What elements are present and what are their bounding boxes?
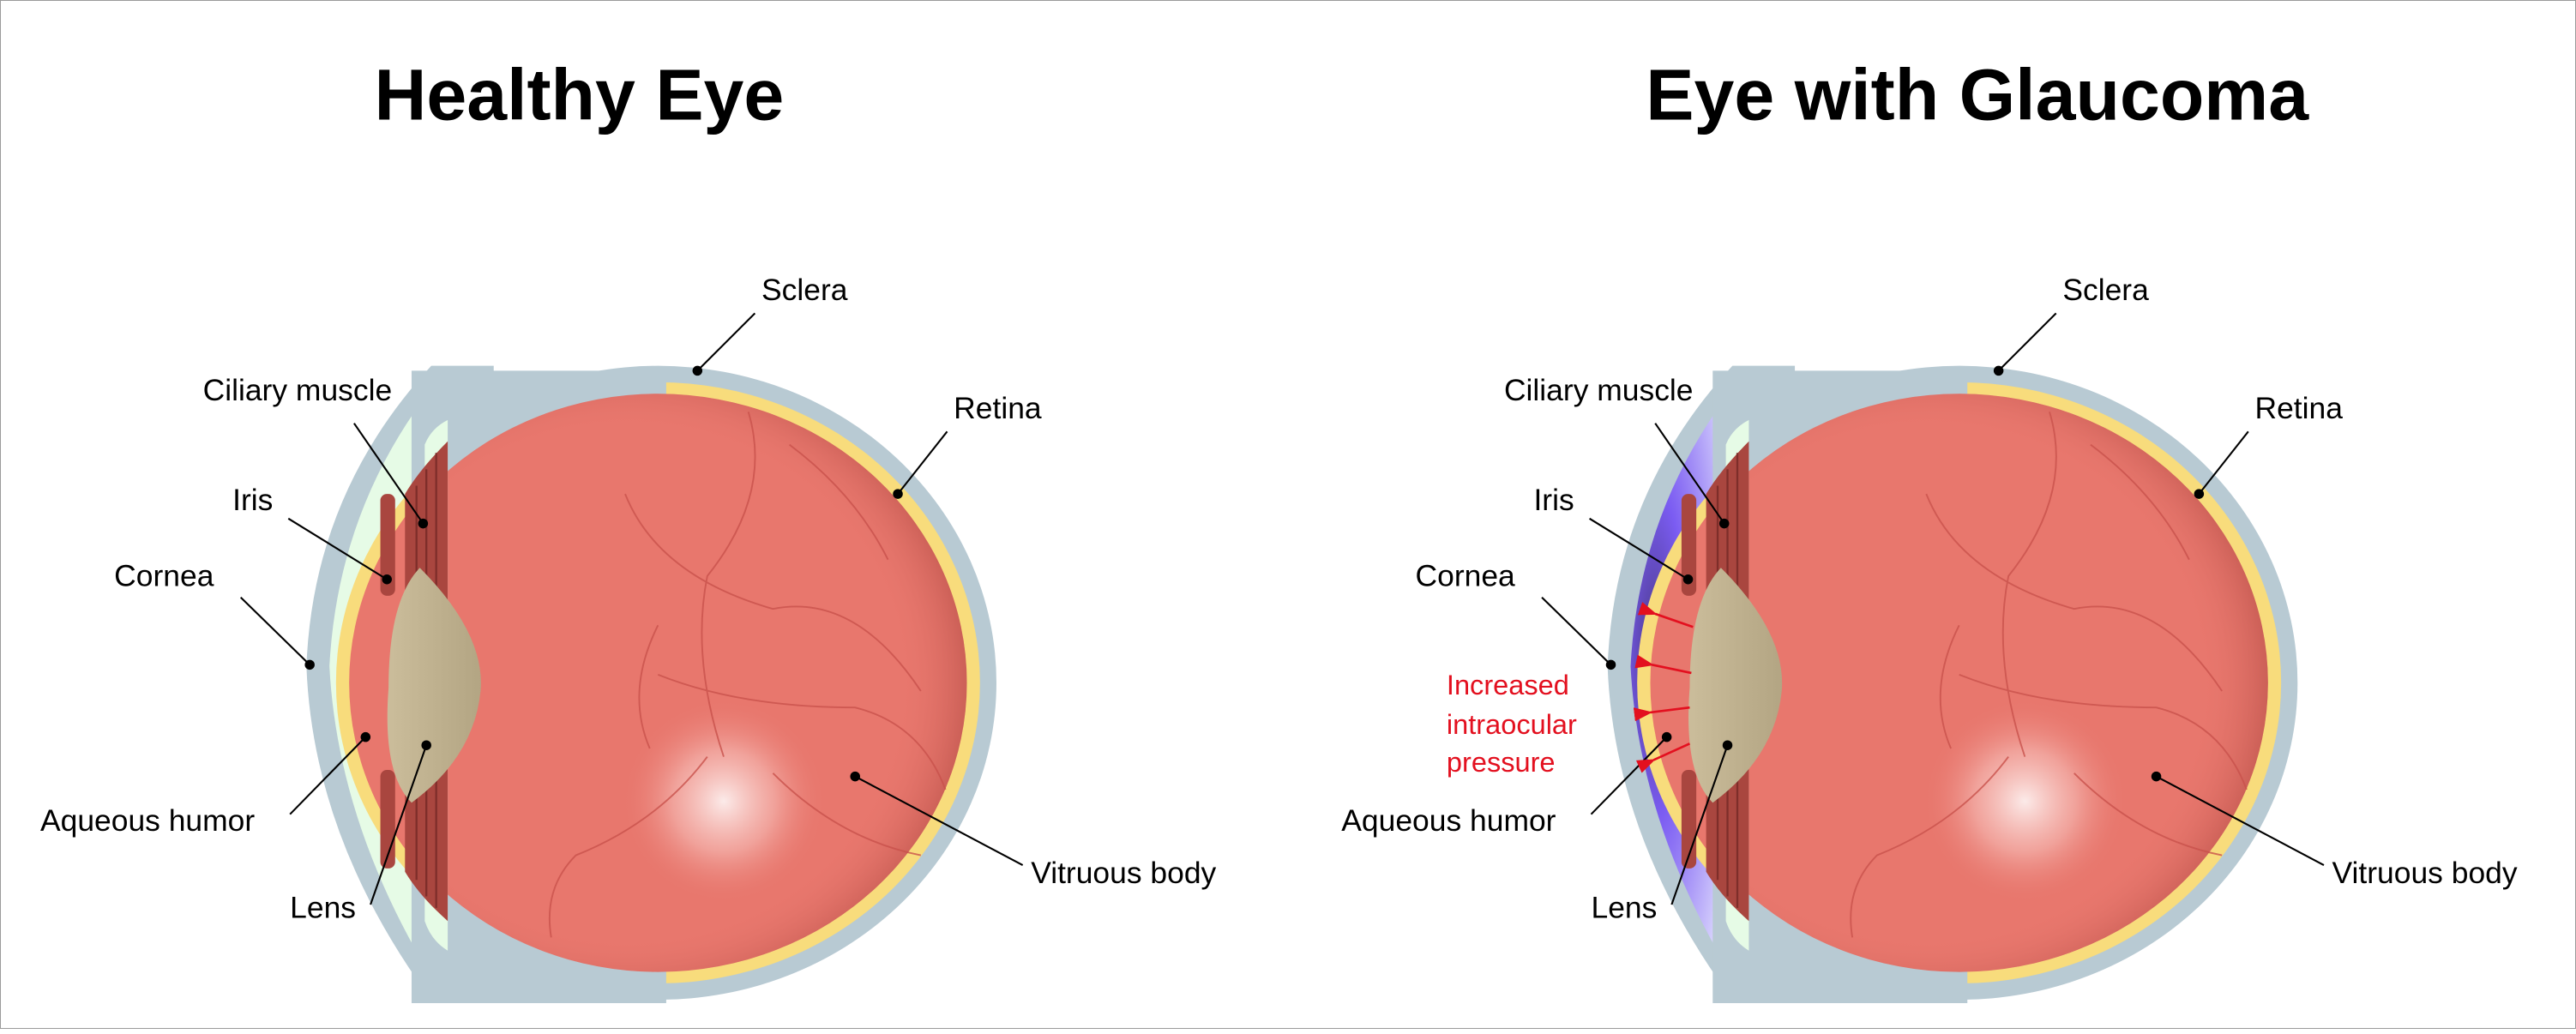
labels: Sclera Retina Ciliary muscle Iris Cornea… <box>40 273 1217 924</box>
eye-cross-section <box>306 365 996 1003</box>
label-retina: Retina <box>2255 391 2344 425</box>
labels: Sclera Retina Ciliary muscle Iris Cornea… <box>1341 273 2518 924</box>
label-lens: Lens <box>1592 890 1658 924</box>
eye-cross-section <box>1607 365 2298 1003</box>
label-cornea: Cornea <box>114 558 214 592</box>
panel-title: Healthy Eye <box>374 54 784 135</box>
label-cornea: Cornea <box>1416 558 1516 592</box>
blood-vessels <box>1850 412 2248 938</box>
panel-healthy: Healthy Eye Sclera Retina <box>40 54 1217 1003</box>
label-aqueous-humor: Aqueous humor <box>40 803 255 838</box>
panel-glaucoma: Eye with Glaucoma Sclera Retin <box>1341 54 2518 1003</box>
fundus-glow <box>1923 699 2128 904</box>
label-iris: Iris <box>1533 483 1574 517</box>
pressure-label-line-3: pressure <box>1447 747 1556 778</box>
label-ciliary-muscle: Ciliary muscle <box>203 373 393 407</box>
label-vitreous-body: Vitruous body <box>1031 856 1216 890</box>
lens <box>387 568 481 803</box>
pressure-arrows <box>1633 602 1694 773</box>
label-aqueous-humor: Aqueous humor <box>1341 803 1556 838</box>
label-sclera: Sclera <box>2062 273 2149 307</box>
iris-upper <box>1681 494 1697 596</box>
label-ciliary-muscle: Ciliary muscle <box>1504 373 1694 407</box>
panel-title: Eye with Glaucoma <box>1646 54 2309 135</box>
pressure-annotation: Increased intraocular pressure <box>1447 602 1694 778</box>
label-sclera: Sclera <box>761 273 848 307</box>
iris-upper <box>380 494 395 596</box>
pressure-label-line-1: Increased <box>1447 670 1569 700</box>
blood-vessels <box>548 412 947 938</box>
label-lens: Lens <box>290 890 356 924</box>
pressure-label-line-2: intraocular <box>1447 709 1577 740</box>
lens <box>1688 568 1783 803</box>
fundus-glow <box>622 699 826 904</box>
label-vitreous-body: Vitruous body <box>2332 856 2518 890</box>
label-iris: Iris <box>232 483 273 517</box>
label-retina: Retina <box>954 391 1042 425</box>
